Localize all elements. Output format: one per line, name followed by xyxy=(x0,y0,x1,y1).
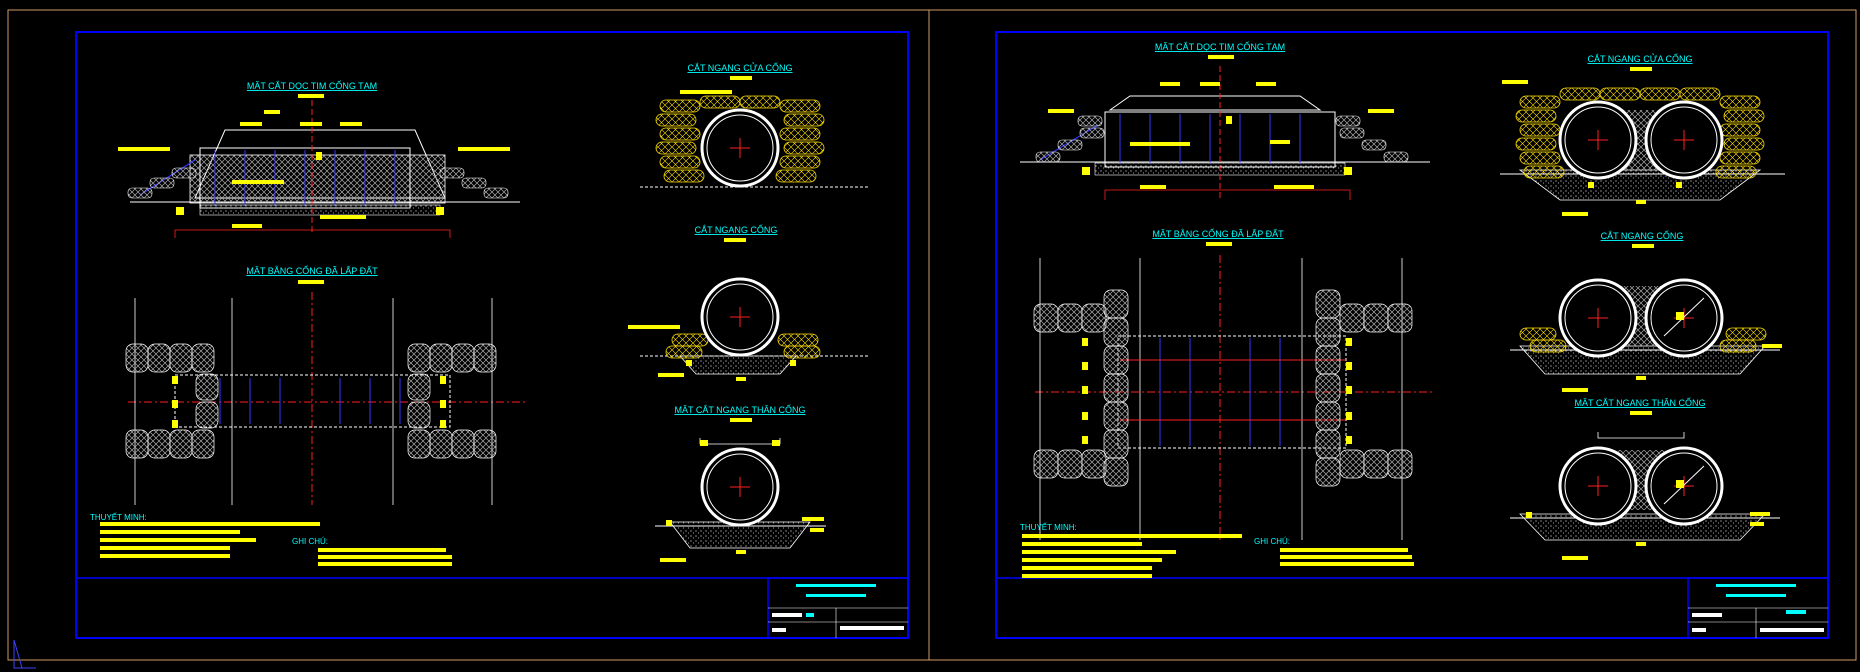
ucs-axis-icon xyxy=(13,639,36,669)
title-longitudinal: MẶT CẮT DỌC TIM CỐNG TẠM xyxy=(247,80,377,91)
title-block-content xyxy=(1688,584,1828,638)
drawing-sheet-2[interactable]: MẶT CẮT DỌC TIM CỐNG TẠM xyxy=(995,31,1829,639)
title-section-body: MẶT CẮT NGANG THÂN CỐNG xyxy=(674,404,805,415)
section-body[interactable]: MẶT CẮT NGANG THÂN CỐNG xyxy=(1510,397,1780,560)
section-pipe[interactable]: CẮT NGANG CỐNG xyxy=(628,224,870,381)
remarks-heading: GHI CHÚ: xyxy=(292,537,328,546)
drawing-sheet-1[interactable]: MẶT CẮT DỌC TIM CỐNG TẠM xyxy=(75,31,909,639)
title-section-mouth: CẮT NGANG CỬA CỐNG xyxy=(687,62,792,73)
section-pipe[interactable]: CẮT NGANG CỐNG xyxy=(1510,230,1782,392)
plan-view[interactable]: MẶT BẰNG CỐNG ĐÃ LẤP ĐẤT xyxy=(1033,228,1435,540)
title-section-mouth: CẮT NGANG CỬA CỐNG xyxy=(1587,53,1692,64)
remarks-heading: GHI CHÚ: xyxy=(1254,537,1290,546)
title-section: CẮT NGANG CỐNG xyxy=(1601,230,1684,241)
scale-label xyxy=(298,94,324,98)
title-plan: MẶT BẰNG CỐNG ĐÃ LẤP ĐẤT xyxy=(1152,228,1284,239)
title-longitudinal: MẶT CẮT DỌC TIM CỐNG TẠM xyxy=(1155,41,1285,52)
notes-heading: THUYẾT MINH: xyxy=(1020,522,1077,532)
section-body[interactable]: MẶT CẮT NGANG THÂN CỐNG xyxy=(655,404,826,562)
sheet-frame xyxy=(995,31,1829,639)
longitudinal-section[interactable]: MẶT CẮT DỌC TIM CỐNG TẠM xyxy=(1020,41,1430,200)
title-plan: MẶT BẰNG CỐNG ĐÃ LẤP ĐẤT xyxy=(246,265,378,276)
section-mouth[interactable]: CẮT NGANG CỬA CỐNG xyxy=(640,62,870,188)
sheet-frame xyxy=(75,31,909,639)
notes-heading: THUYẾT MINH: xyxy=(90,512,147,522)
notes-block: THUYẾT MINH: GHI CHÚ: xyxy=(90,512,452,566)
longitudinal-section[interactable]: MẶT CẮT DỌC TIM CỐNG TẠM xyxy=(118,80,520,238)
plan-view[interactable]: MẶT BẰNG CỐNG ĐÃ LẤP ĐẤT xyxy=(125,265,525,505)
title-section: CẮT NGANG CỐNG xyxy=(695,224,778,235)
notes-block: THUYẾT MINH: GHI CHÚ: xyxy=(1020,522,1414,578)
section-mouth[interactable]: CẮT NGANG CỬA CỐNG xyxy=(1500,53,1785,216)
title-section-body: MẶT CẮT NGANG THÂN CỐNG xyxy=(1574,397,1705,408)
outer-border xyxy=(7,9,1857,661)
title-block-content xyxy=(768,584,908,638)
